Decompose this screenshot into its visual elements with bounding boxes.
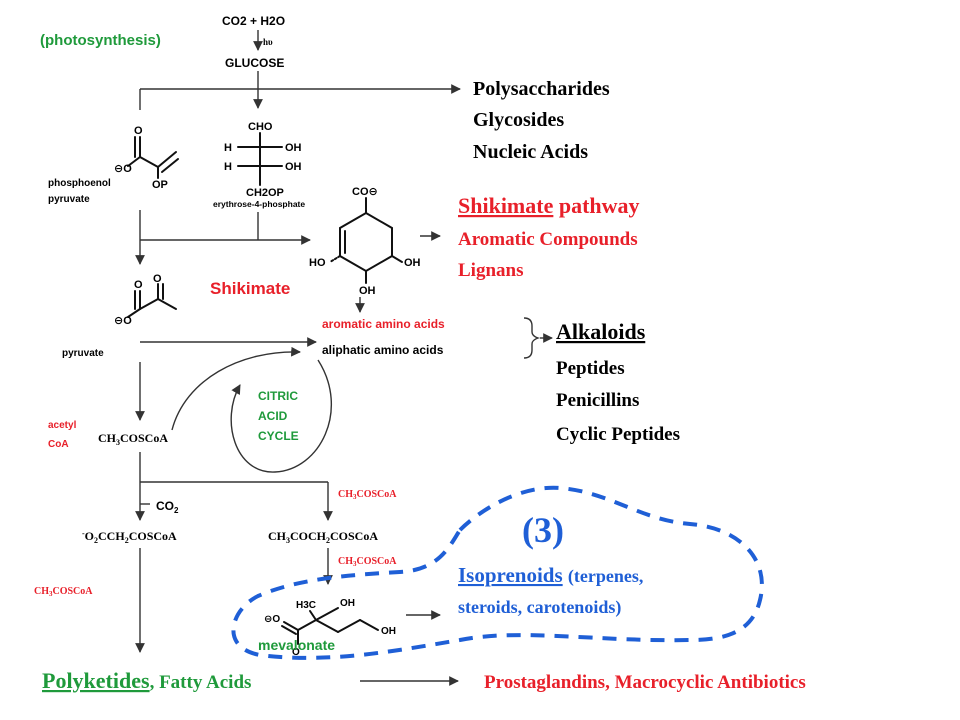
pyruvate-o-top: O: [153, 273, 162, 285]
cho-group: CHO: [248, 121, 273, 133]
acetyl-coa-formula: CH3COSCoA: [98, 431, 168, 447]
fatty-acids-label: , Fatty Acids: [150, 672, 252, 693]
isoprenoids-dashed-outline: [231, 485, 764, 660]
light-label: hυ: [263, 37, 273, 47]
shikimate-label: Shikimate: [210, 279, 290, 298]
acetyl-coa-small-2: CH3COSCoA: [338, 556, 397, 568]
acetyl-to-cycle-arrow: [171, 346, 301, 431]
isoprenoids-word: Isoprenoids: [458, 563, 563, 587]
lignans-label: Lignans: [458, 260, 523, 281]
o-atom: O: [134, 125, 143, 137]
o-minus-atom: ⊖O: [114, 163, 132, 175]
aromatic-amino-acids-label: aromatic amino acids: [322, 317, 445, 331]
shikimate-ho-left: HO: [309, 257, 326, 269]
citric-label-2: ACID: [258, 409, 288, 423]
co2-h2o-label: CO2 + H2O: [222, 14, 285, 28]
ch2op-group: CH2OP: [246, 187, 284, 199]
citric-label-3: CYCLE: [258, 429, 299, 443]
co2-label: CO2: [156, 499, 179, 515]
glucose-label: GLUCOSE: [225, 56, 284, 70]
cyclic-peptides-label: Cyclic Peptides: [556, 424, 680, 445]
nucleic-acids-label: Nucleic Acids: [473, 141, 588, 163]
citric-label-1: CITRIC: [258, 389, 298, 403]
aromatic-compounds-label: Aromatic Compounds: [458, 229, 638, 250]
phosphoenol-pyruvate-structure: O ⊖O OP phosphoenol pyruvate: [48, 125, 179, 205]
acetyl-coa-small-3: CH3COSCoA: [34, 586, 93, 598]
mevalonate-o-minus: ⊖O: [264, 614, 280, 625]
pyruvate-label: pyruvate: [62, 348, 104, 359]
glycosides-label: Glycosides: [473, 109, 564, 131]
pyruvate-structure: O ⊖O O pyruvate: [62, 273, 177, 359]
co2-minus-group: CO⊖: [352, 186, 378, 198]
pathway-word: pathway: [559, 193, 640, 218]
op-group: OP: [152, 179, 168, 191]
erythrose-4-phosphate-structure: CHO H OH H OH CH2OP erythrose-4-phosphat…: [213, 121, 305, 209]
polyketides-row: Polyketides, Fatty Acids: [42, 668, 251, 693]
h3c-group: H3C: [296, 600, 316, 611]
acetyl-coa-small-1: CH3COSCoA: [338, 489, 397, 501]
pyruvate-o-minus: ⊖O: [114, 315, 132, 327]
shikimate-heading-word: Shikimate: [458, 193, 554, 218]
acetyl-label-2: CoA: [48, 439, 69, 450]
aliphatic-amino-acids-label: aliphatic amino acids: [322, 343, 444, 357]
amino-acids-bracket: [523, 317, 541, 359]
mevalonate-oh-top: OH: [340, 598, 355, 609]
penicillins-label: Penicillins: [556, 390, 639, 411]
acetoacetyl-coa-formula: CH3COCH2COSCoA: [268, 529, 378, 545]
mevalonate-oh-right: OH: [381, 626, 396, 637]
oh-group-1: OH: [285, 142, 302, 154]
mevalonate-label: mevalonate: [258, 637, 335, 653]
mevalonate-structure: H3C OH OH ⊖O O: [264, 598, 396, 658]
malonyl-coa-formula: -O2CCH2COSCoA: [82, 529, 177, 545]
shikimate-oh-right: OH: [404, 257, 421, 269]
citric-cycle-loop: [230, 359, 333, 473]
polyketides-label: Polyketides: [42, 668, 150, 693]
peptides-label: Peptides: [556, 358, 625, 379]
alkaloids-label: Alkaloids: [556, 319, 646, 344]
pyruvate-o-atom: O: [134, 279, 143, 291]
acetyl-label-1: acetyl: [48, 420, 77, 431]
isoprenoids-line1: Isoprenoids (terpenes,: [458, 563, 643, 587]
pep-label-line1: phosphoenol: [48, 178, 111, 189]
isoprenoids-rest: (terpenes,: [568, 566, 643, 587]
erythrose-label: erythrose-4-phosphate: [213, 199, 305, 209]
oh-group-2: OH: [285, 161, 302, 173]
shikimate-oh-bottom: OH: [359, 285, 376, 297]
h-atom-2: H: [224, 161, 232, 173]
shikimate-structure: CO⊖ OH HO OH: [309, 186, 421, 297]
h-atom-1: H: [224, 142, 232, 154]
group-number-label: (3): [522, 510, 564, 550]
prostaglandins-label: Prostaglandins, Macrocyclic Antibiotics: [484, 672, 806, 693]
isoprenoids-line2: steroids, carotenoids): [458, 597, 621, 618]
pep-label-line2: pyruvate: [48, 194, 90, 205]
mevalonate-o: O: [292, 647, 300, 658]
shikimate-pathway-heading: Shikimate pathway: [458, 193, 640, 218]
photosynthesis-label: (photosynthesis): [40, 32, 161, 49]
polysaccharides-label: Polysaccharides: [473, 78, 610, 100]
